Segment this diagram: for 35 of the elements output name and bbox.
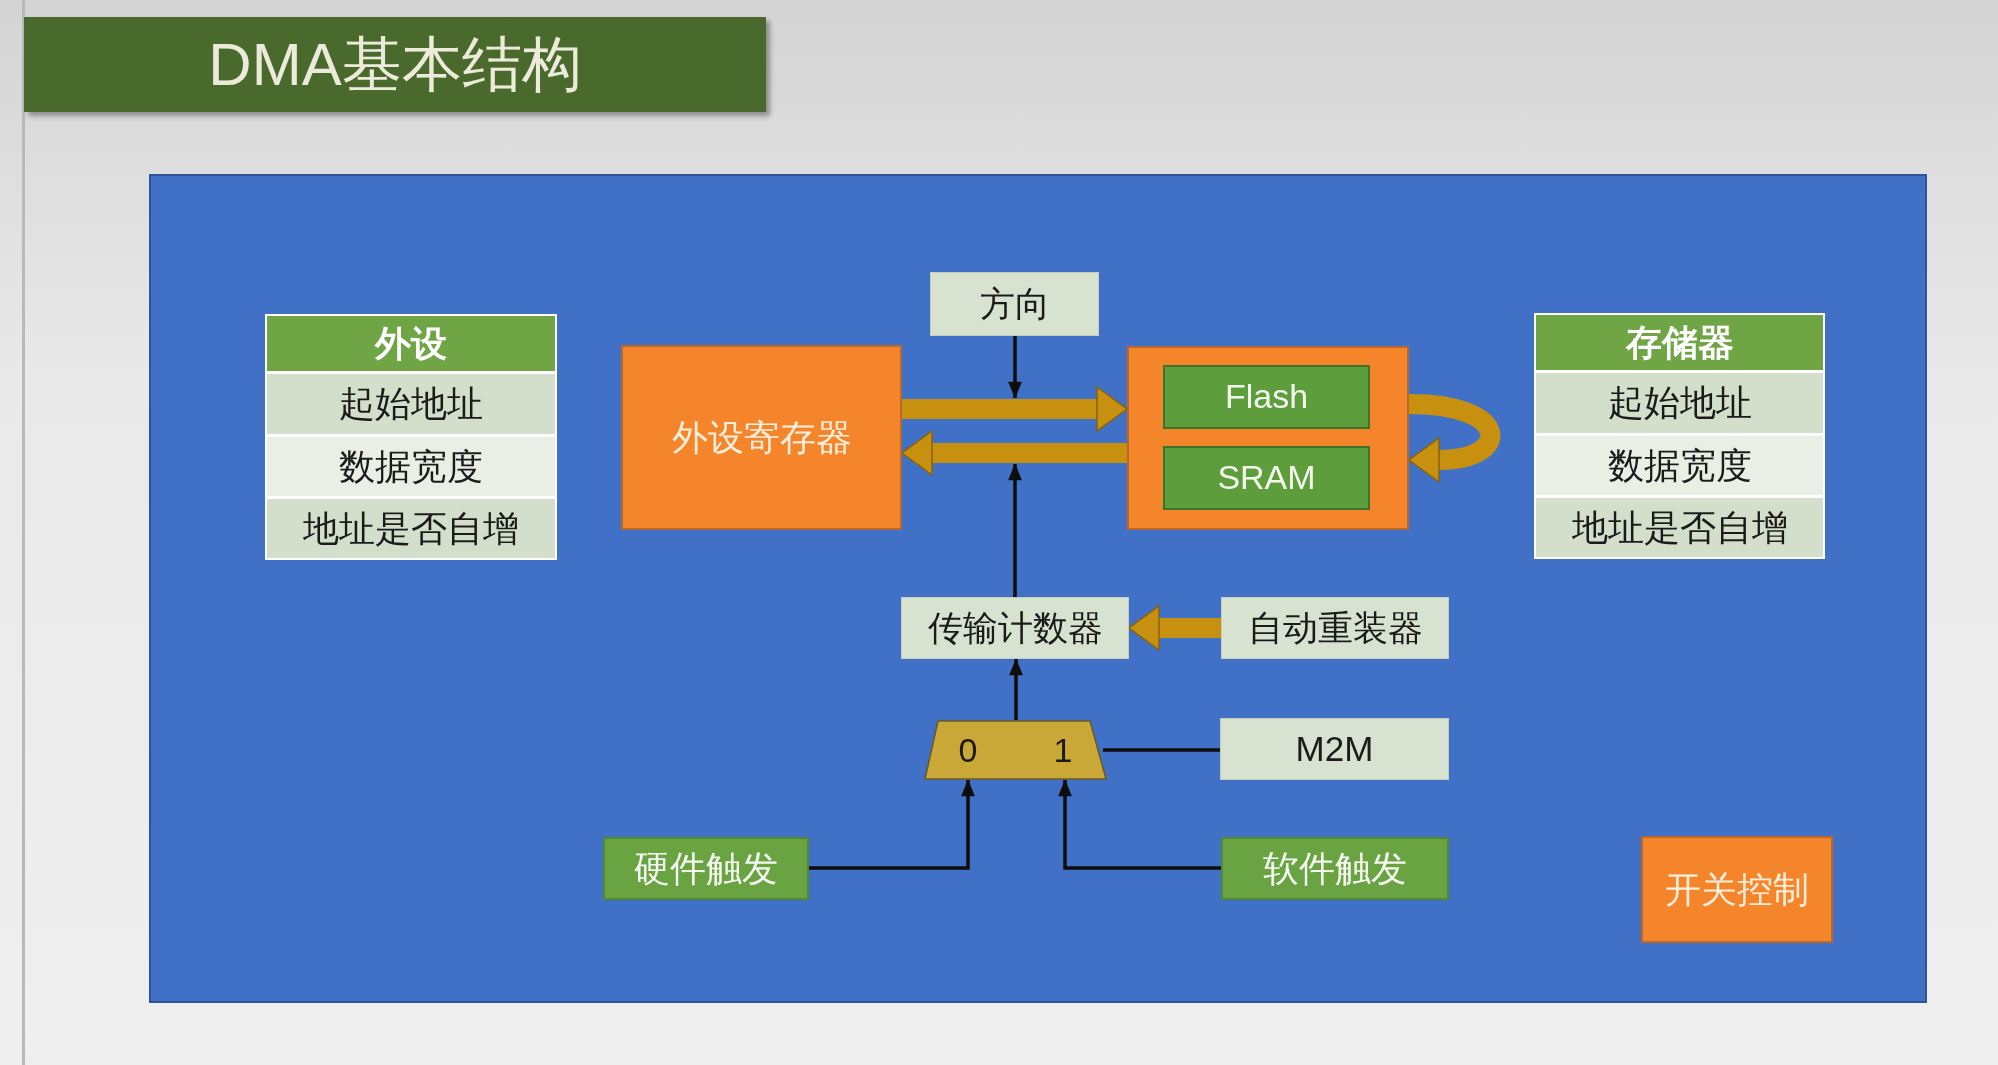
multiplexer [924,720,1107,780]
table-header: 外设 [267,316,555,372]
reload-box: 自动重装器 [1221,597,1449,659]
arrow [1008,336,1022,399]
parameter-table [265,314,557,560]
arrow [901,430,1127,476]
switch-box: 开关控制 [1641,836,1833,943]
counter-box: 传输计数器 [901,597,1129,659]
trigger-box: 硬件触发 [603,837,809,900]
label-box: M2M [1220,718,1449,780]
label-box: 方向 [930,272,1099,336]
memory-box: SRAM [1163,446,1370,510]
arrow [1008,463,1022,597]
parameter-table [1534,313,1825,559]
arrow [1128,605,1221,651]
arrow [809,779,975,870]
connector-line [1103,748,1220,752]
input-label: 0 [958,733,978,767]
table-cell: 数据宽度 [267,436,555,496]
arrow [1408,394,1501,483]
memory-box: Flash [1163,365,1370,429]
trigger-box: 软件触发 [1221,837,1449,900]
input-label: 1 [1053,733,1073,767]
arrow [902,386,1128,432]
table-cell: 地址是否自增 [1536,497,1823,557]
container-box [1127,346,1409,530]
table-cell: 数据宽度 [1536,435,1823,495]
table-cell: 起始地址 [267,374,555,434]
table-header: 存储器 [1536,315,1823,371]
table-cell: 起始地址 [1536,373,1823,433]
title-bar: DMA基本结构 [24,17,766,112]
table-cell: 地址是否自增 [267,498,555,558]
arrow [1058,779,1221,870]
arrow [1009,658,1023,720]
register-box: 外设寄存器 [621,345,902,530]
